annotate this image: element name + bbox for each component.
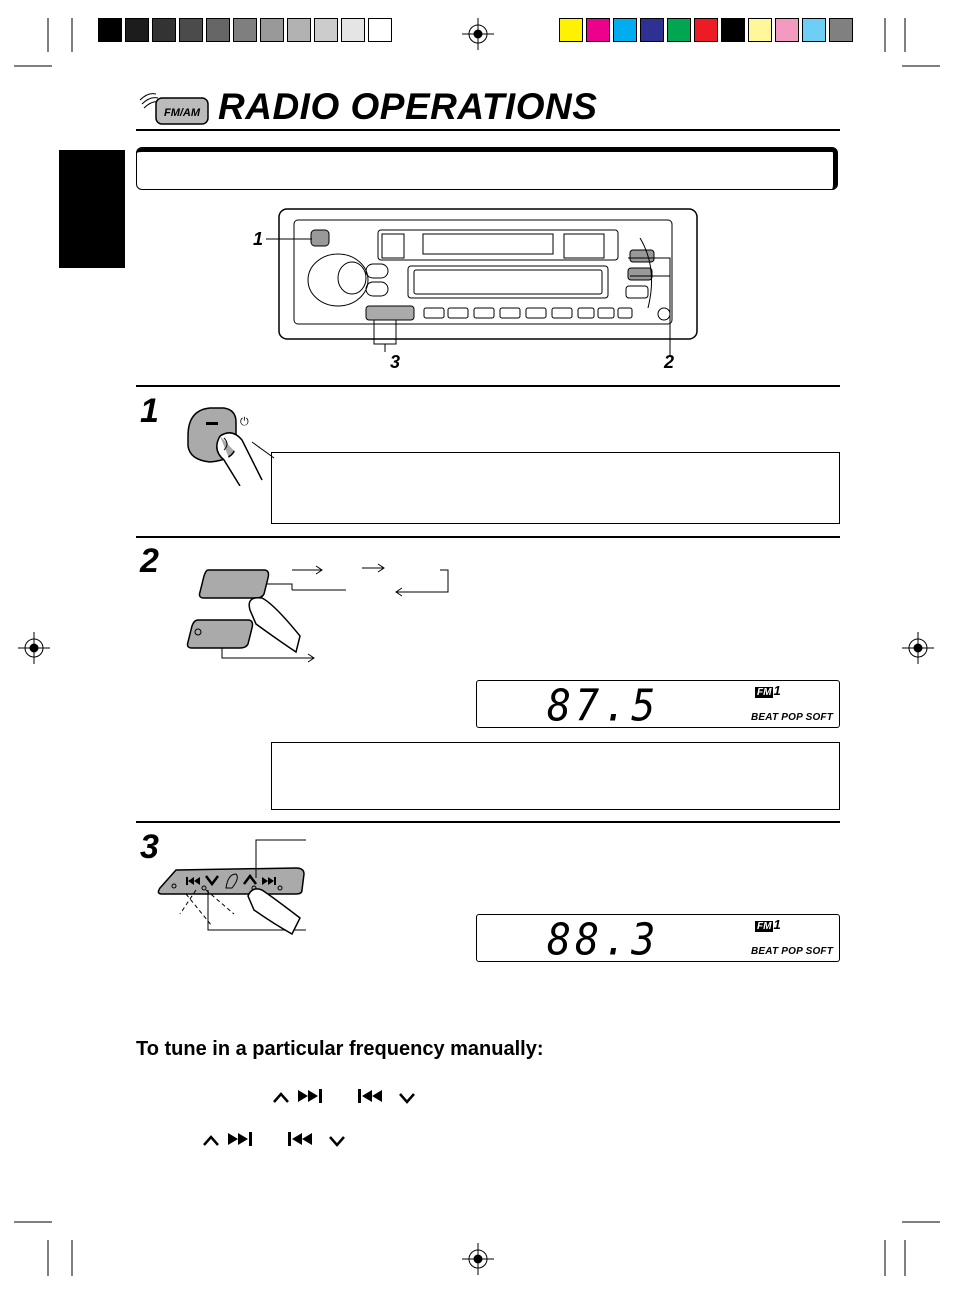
color-swatch: [721, 18, 745, 42]
step-1-pointer-line: [251, 441, 275, 459]
gray-swatch: [179, 18, 203, 42]
color-swatch: [694, 18, 718, 42]
color-swatch: [613, 18, 637, 42]
am-button-graphic: [186, 619, 254, 649]
step-2-number: 2: [140, 542, 159, 580]
color-swatch: [748, 18, 772, 42]
power-button-graphic: [310, 229, 330, 247]
gray-swatch: [98, 18, 122, 42]
gray-swatch: [314, 18, 338, 42]
seek-up-down-icons-line-1: [273, 1089, 415, 1104]
finger-pressing-power-button: [187, 407, 263, 486]
fm-am-button-diagram: [186, 563, 449, 663]
svg-text:FM/AM: FM/AM: [164, 107, 201, 119]
callout-3: 3: [390, 352, 401, 372]
section-header-box: [136, 147, 838, 190]
registration-target-top: [462, 18, 494, 50]
manual-tuning-heading: To tune in a particular frequency manual…: [136, 1038, 544, 1060]
page-title: RADIO OPERATIONS: [218, 86, 598, 127]
title-rule: [136, 129, 840, 131]
color-swatch: [829, 18, 853, 42]
car-stereo-diagram: [278, 208, 698, 340]
registration-target-left: [18, 632, 50, 664]
callout-2: 2: [664, 352, 675, 372]
registration-target-right: [902, 632, 934, 664]
gray-swatch: [287, 18, 311, 42]
step-2-rule: [136, 536, 840, 538]
color-swatch: [640, 18, 664, 42]
gray-swatch: [233, 18, 257, 42]
step-1-note-box: [271, 452, 840, 524]
gray-swatch: [206, 18, 230, 42]
step-3-number: 3: [140, 828, 159, 866]
color-swatch: [559, 18, 583, 42]
registration-target-bottom: [462, 1243, 494, 1275]
color-swatch: [775, 18, 799, 42]
language-tab: [59, 150, 125, 268]
power-icon: ⏻: [240, 416, 249, 428]
seek-button-diagram: [157, 839, 306, 936]
frequency-readout: 88.3: [547, 914, 660, 966]
gray-swatch: [125, 18, 149, 42]
sound-mode-indicator: BEAT POP SOFT: [751, 712, 834, 723]
color-swatch: [802, 18, 826, 42]
seek-up-down-icons-line-2: [203, 1132, 345, 1147]
gray-swatch: [152, 18, 176, 42]
fm-button-graphic: [198, 569, 270, 599]
step-3-rule: [136, 821, 840, 823]
sound-mode-indicator: BEAT POP SOFT: [751, 946, 834, 957]
step-1-number: 1: [140, 392, 159, 430]
diagram-callout-lines: [266, 238, 671, 356]
callout-1: 1: [253, 229, 264, 249]
step-1-rule: [136, 385, 840, 387]
color-swatch: [586, 18, 610, 42]
gray-swatch: [260, 18, 284, 42]
gray-swatch: [341, 18, 365, 42]
gray-swatch: [368, 18, 392, 42]
fm-am-icon: FM/AM: [139, 93, 209, 125]
step-2-note-box: [271, 742, 840, 810]
color-swatch: [667, 18, 691, 42]
frequency-readout: 87.5: [547, 680, 660, 732]
